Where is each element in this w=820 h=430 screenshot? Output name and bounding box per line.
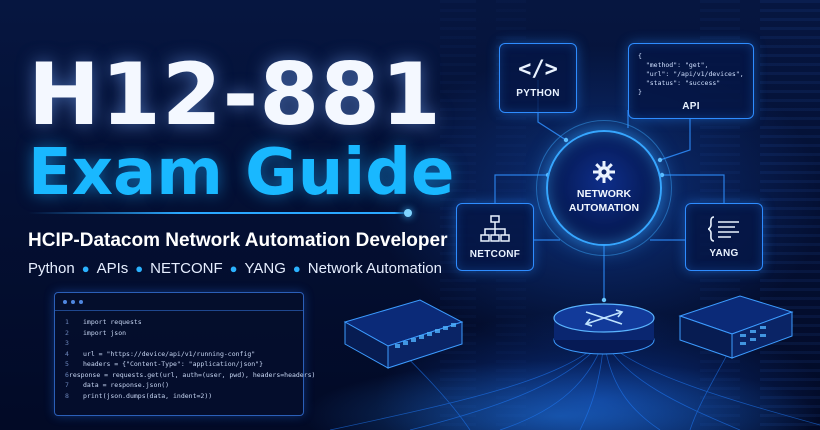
code-text: data = response.json() [83, 381, 170, 389]
window-dot [63, 299, 67, 304]
netconf-label: NETCONF [469, 248, 521, 260]
window-dot [79, 299, 83, 304]
python-card: </> PYTHON [499, 43, 577, 113]
code-editor-window: 1 import requests 2 import json 3 4 url = "… [54, 292, 315, 416]
divider-dot [404, 209, 412, 217]
python-label: PYTHON [516, 88, 560, 99]
topic-tags: Python ● APIs ● NETCONF ● YANG ● Network… [28, 260, 442, 277]
tag-apis: APIs [96, 260, 129, 277]
exam-code-title: H12-881 [28, 45, 442, 145]
code-line: 8 print(json.dumps(data, indent=2)) [65, 391, 303, 402]
bullet-separator: ● [135, 261, 144, 276]
hub-label: NETWORK AUTOMATION [569, 187, 639, 215]
code-line: 7 data = response.json() [65, 380, 303, 391]
hub-outer-ring [536, 120, 672, 256]
router-icon [553, 303, 655, 355]
switch-icon [343, 299, 464, 369]
bullet-separator: ● [292, 261, 301, 276]
hub-label-line1: NETWORK [576, 188, 632, 200]
code-line: 3 [65, 338, 303, 349]
gear-icon [593, 161, 615, 183]
line-number: 3 [65, 339, 69, 347]
api-json-snippet: { "method": "get", "url": "/api/v1/devic… [638, 52, 744, 96]
line-number: 6 [65, 370, 69, 379]
code-line: 2 import json [65, 328, 303, 339]
code-text: print(json.dumps(data, indent=2)) [83, 391, 213, 400]
code-text: url = "https://device/api/v1/running-con… [83, 349, 256, 358]
tag-yang: YANG [244, 260, 286, 277]
bullet-separator: ● [81, 261, 90, 276]
tag-network-automation: Network Automation [307, 260, 442, 277]
yang-label: YANG [709, 247, 739, 259]
line-number: 5 [65, 360, 69, 368]
yang-card: YANG [685, 203, 763, 271]
window-dot [71, 299, 75, 304]
code-text: response = requests.get(url, auth=(user,… [68, 370, 316, 379]
switch-icon [678, 295, 794, 359]
bullet-separator: ● [229, 261, 238, 276]
code-text: import json [83, 328, 127, 337]
exam-guide-title: Exam Guide [28, 136, 455, 210]
line-number: 8 [65, 391, 69, 400]
code-text: import requests [83, 318, 142, 326]
line-number: 7 [65, 381, 69, 389]
code-lines: 1 import requests 2 import json 3 4 url = "… [55, 311, 315, 402]
code-line: 1 import requests [65, 317, 303, 328]
certification-subtitle: HCIP-Datacom Network Automation Develope… [28, 230, 448, 251]
api-label: API [682, 101, 700, 112]
code-brackets-icon: </> [518, 57, 558, 82]
server-rack-decoration [760, 0, 820, 430]
network-automation-hub: NETWORK AUTOMATION [546, 130, 662, 246]
code-window-titlebar [55, 293, 303, 311]
netconf-card: NETCONF [456, 203, 534, 271]
api-card: { "method": "get", "url": "/api/v1/devic… [628, 43, 754, 119]
code-text: headers = {"Content-Type": "application/… [83, 360, 264, 368]
code-line: 4 url = "https://device/api/v1/running-co… [65, 349, 303, 360]
tag-python: Python [28, 260, 75, 277]
line-number: 1 [65, 318, 69, 326]
tag-netconf: NETCONF [150, 260, 223, 277]
topology-tree-icon [480, 214, 510, 242]
curly-brace-doc-icon [707, 215, 739, 242]
floor-glow [300, 360, 820, 430]
hub-label-line2: AUTOMATION [568, 202, 640, 214]
title-divider [28, 212, 410, 214]
code-line: 5 headers = {"Content-Type": "application… [65, 359, 303, 370]
line-number: 2 [65, 328, 69, 337]
line-number: 4 [65, 349, 69, 358]
